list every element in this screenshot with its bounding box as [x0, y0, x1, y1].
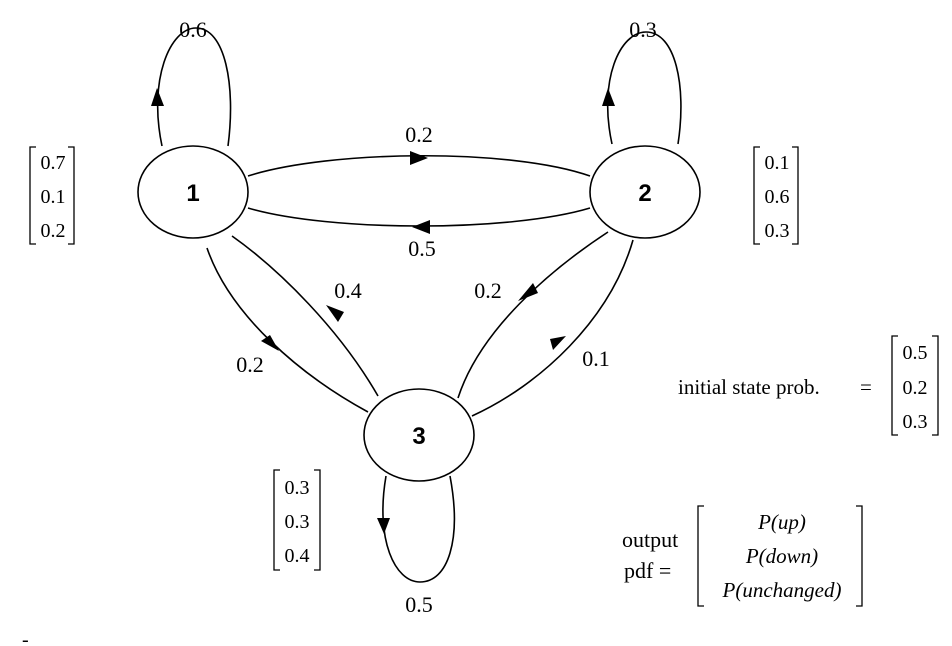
- arrowhead-1-to-2: [410, 151, 428, 165]
- initial-state-right-bracket: [932, 335, 939, 436]
- output-pdf-right-bracket: [856, 505, 863, 607]
- emission-2-right-bracket: [792, 146, 799, 245]
- edge-3-to-2: [471, 239, 634, 417]
- emission-3-value: 0.3: [285, 511, 310, 533]
- edge-3-to-1: [231, 235, 379, 397]
- state-circle-2: [589, 145, 701, 239]
- state-label-2: 2: [638, 180, 651, 207]
- self-loop-2-prob: 0.3: [629, 17, 657, 42]
- initial-state-value: 0.2: [903, 377, 928, 399]
- self-loop-3-prob: 0.5: [405, 592, 433, 617]
- state-node-1: 1: [137, 145, 249, 239]
- edge-1-to-2-prob: 0.2: [405, 122, 433, 147]
- emission-2-value: 0.6: [765, 186, 790, 208]
- edge-3-to-1-prob: 0.4: [334, 278, 362, 303]
- output-pdf-label-line1: output: [622, 527, 678, 552]
- self-loop-3: [382, 475, 456, 583]
- arrowhead-3-to-1: [326, 305, 344, 322]
- initial-state-equals: =: [860, 375, 872, 399]
- output-pdf-label-line2: pdf =: [624, 558, 671, 583]
- edge-1-to-3-prob: 0.2: [236, 352, 264, 377]
- self-loop-1-arrowhead: [151, 88, 164, 106]
- arrowhead-1-to-3: [261, 335, 279, 351]
- emission-1-value: 0.2: [41, 220, 66, 242]
- edge-2-to-1: [247, 207, 591, 227]
- state-circle-1: [137, 145, 249, 239]
- emission-3-left-bracket: [273, 469, 280, 571]
- emission-vector-1: 0.7 0.1 0.2: [29, 146, 75, 245]
- emission-3-value: 0.4: [285, 545, 310, 567]
- initial-state-label: initial state prob.: [678, 375, 820, 399]
- arrowhead-2-to-1: [412, 220, 430, 234]
- state-label-1: 1: [186, 180, 199, 207]
- edge-1-to-3: [206, 247, 369, 413]
- output-pdf-entry: P(unchanged): [722, 578, 842, 602]
- emission-vector-3: 0.3 0.3 0.4: [273, 469, 321, 571]
- emission-3-value: 0.3: [285, 477, 310, 499]
- output-pdf-left-bracket: [697, 505, 704, 607]
- emission-2-value: 0.3: [765, 220, 790, 242]
- state-label-3: 3: [412, 423, 425, 450]
- state-node-2: 2: [589, 145, 701, 239]
- initial-state-value: 0.5: [903, 342, 928, 364]
- initial-state-prob: initial state prob. = 0.5 0.2 0.3: [678, 335, 939, 436]
- initial-state-value: 0.3: [903, 411, 928, 433]
- self-loop-3-arrowhead: [377, 518, 390, 534]
- arrowhead-3-to-2: [550, 336, 566, 350]
- edge-2-to-3: [457, 231, 609, 399]
- stray-dash-mark: -: [22, 629, 29, 646]
- output-pdf-entry: P(down): [745, 544, 818, 568]
- self-loop-2: [606, 31, 682, 145]
- edge-2-to-1-prob: 0.5: [408, 236, 436, 261]
- initial-state-left-bracket: [891, 335, 898, 436]
- self-loop-1: [156, 27, 232, 147]
- state-circle-3: [363, 388, 475, 482]
- emission-2-value: 0.1: [765, 152, 790, 174]
- self-loop-2-arrowhead: [602, 88, 615, 106]
- arrowhead-2-to-3: [518, 283, 538, 301]
- output-pdf: output pdf = P(up) P(down) P(unchanged): [622, 505, 863, 607]
- emission-3-right-bracket: [314, 469, 321, 571]
- self-loop-1-prob: 0.6: [179, 17, 207, 42]
- state-node-3: 3: [363, 388, 475, 482]
- emission-2-left-bracket: [753, 146, 760, 245]
- edge-3-to-2-prob: 0.1: [582, 346, 610, 371]
- emission-vector-2: 0.1 0.6 0.3: [753, 146, 799, 245]
- emission-1-value: 0.7: [41, 152, 66, 174]
- emission-1-right-bracket: [68, 146, 75, 245]
- edge-2-to-3-prob: 0.2: [474, 278, 502, 303]
- output-pdf-entry: P(up): [757, 510, 806, 534]
- emission-1-left-bracket: [29, 146, 36, 245]
- emission-1-value: 0.1: [41, 186, 66, 208]
